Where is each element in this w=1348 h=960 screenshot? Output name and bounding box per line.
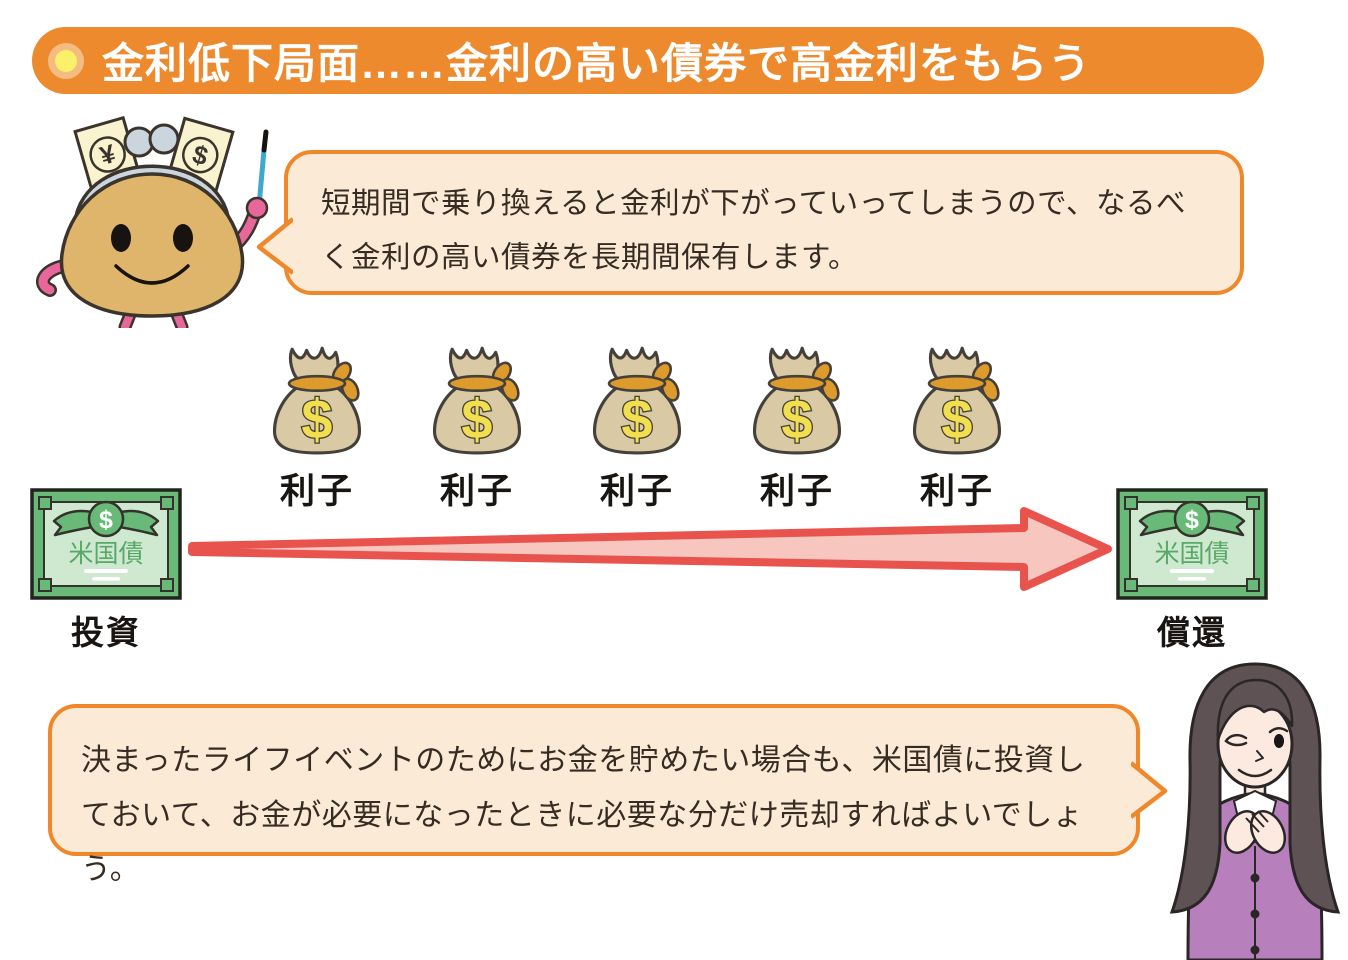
money-bag-icon: $ [432, 346, 522, 455]
advisor-speech-bubble: 決まったライフイベントのためにお金を貯めたい場合も、米国債に投資しておいて、お金… [48, 704, 1168, 886]
svg-text:$: $ [941, 387, 972, 450]
interest-bag-5: $ 利子 [901, 342, 1013, 514]
bond-note-start: $ 米国債 投資 [30, 488, 182, 651]
svg-text:$: $ [1185, 506, 1199, 534]
bond-certificate-icon: $ 米国債 [30, 488, 182, 600]
interest-bag-4: $ 利子 [741, 342, 853, 514]
bond-certificate-icon: $ 米国債 [1116, 488, 1268, 600]
woman-icon [1169, 662, 1341, 960]
interest-label: 利子 [759, 472, 834, 511]
bullet-circle-icon [48, 42, 84, 79]
money-bag-icon: $ [592, 346, 682, 455]
title-banner: 金利低下局面……金利の高い債券で高金利をもらう [32, 27, 1264, 94]
interest-bag-1: $ 利子 [261, 342, 373, 514]
bond-note-title: 米国債 [68, 540, 143, 568]
interest-bag-2: $ 利子 [421, 342, 533, 514]
svg-text:$: $ [461, 387, 492, 450]
money-bag-icon: $ [752, 346, 842, 455]
bond-note-end: $ 米国債 償還 [1116, 488, 1268, 651]
svg-text:$: $ [781, 387, 812, 450]
mascot-speech-text: 短期間で乗り換えると金利が下がっていってしまうので、なるべく金利の高い債券を長期… [321, 187, 1186, 274]
coin-purse-mascot-illustration: ¥ $ [28, 115, 276, 334]
money-bag-icon: $ [912, 346, 1002, 455]
interest-label: 利子 [439, 472, 514, 511]
interest-label: 利子 [599, 472, 674, 511]
investment-label: 投資 [71, 614, 141, 651]
woman-illustration [1162, 660, 1348, 960]
mascot-speech-bubble: 短期間で乗り換えると金利が下がっていってしまうので、なるべく金利の高い債券を長期… [256, 150, 1244, 295]
svg-text:$: $ [621, 387, 652, 450]
interest-bag-3: $ 利子 [581, 342, 693, 514]
advisor-speech-text: 決まったライフイベントのためにお金を貯めたい場合も、米国債に投資しておいて、お金… [81, 744, 1086, 887]
timeline-arrow-icon [188, 507, 1112, 591]
coin-purse-mascot-icon: ¥ $ [36, 115, 269, 334]
interest-label: 利子 [919, 472, 994, 511]
speech-tail-right [1131, 761, 1168, 819]
page-title: 金利低下局面……金利の高い債券で高金利をもらう [102, 40, 1092, 87]
speech-tail-left [256, 217, 293, 275]
bond-note-title: 米国債 [1154, 540, 1229, 568]
svg-text:$: $ [99, 506, 113, 534]
interest-label: 利子 [279, 472, 354, 511]
svg-text:$: $ [301, 387, 332, 450]
money-bag-icon: $ [272, 346, 362, 455]
redemption-label: 償還 [1157, 614, 1227, 651]
